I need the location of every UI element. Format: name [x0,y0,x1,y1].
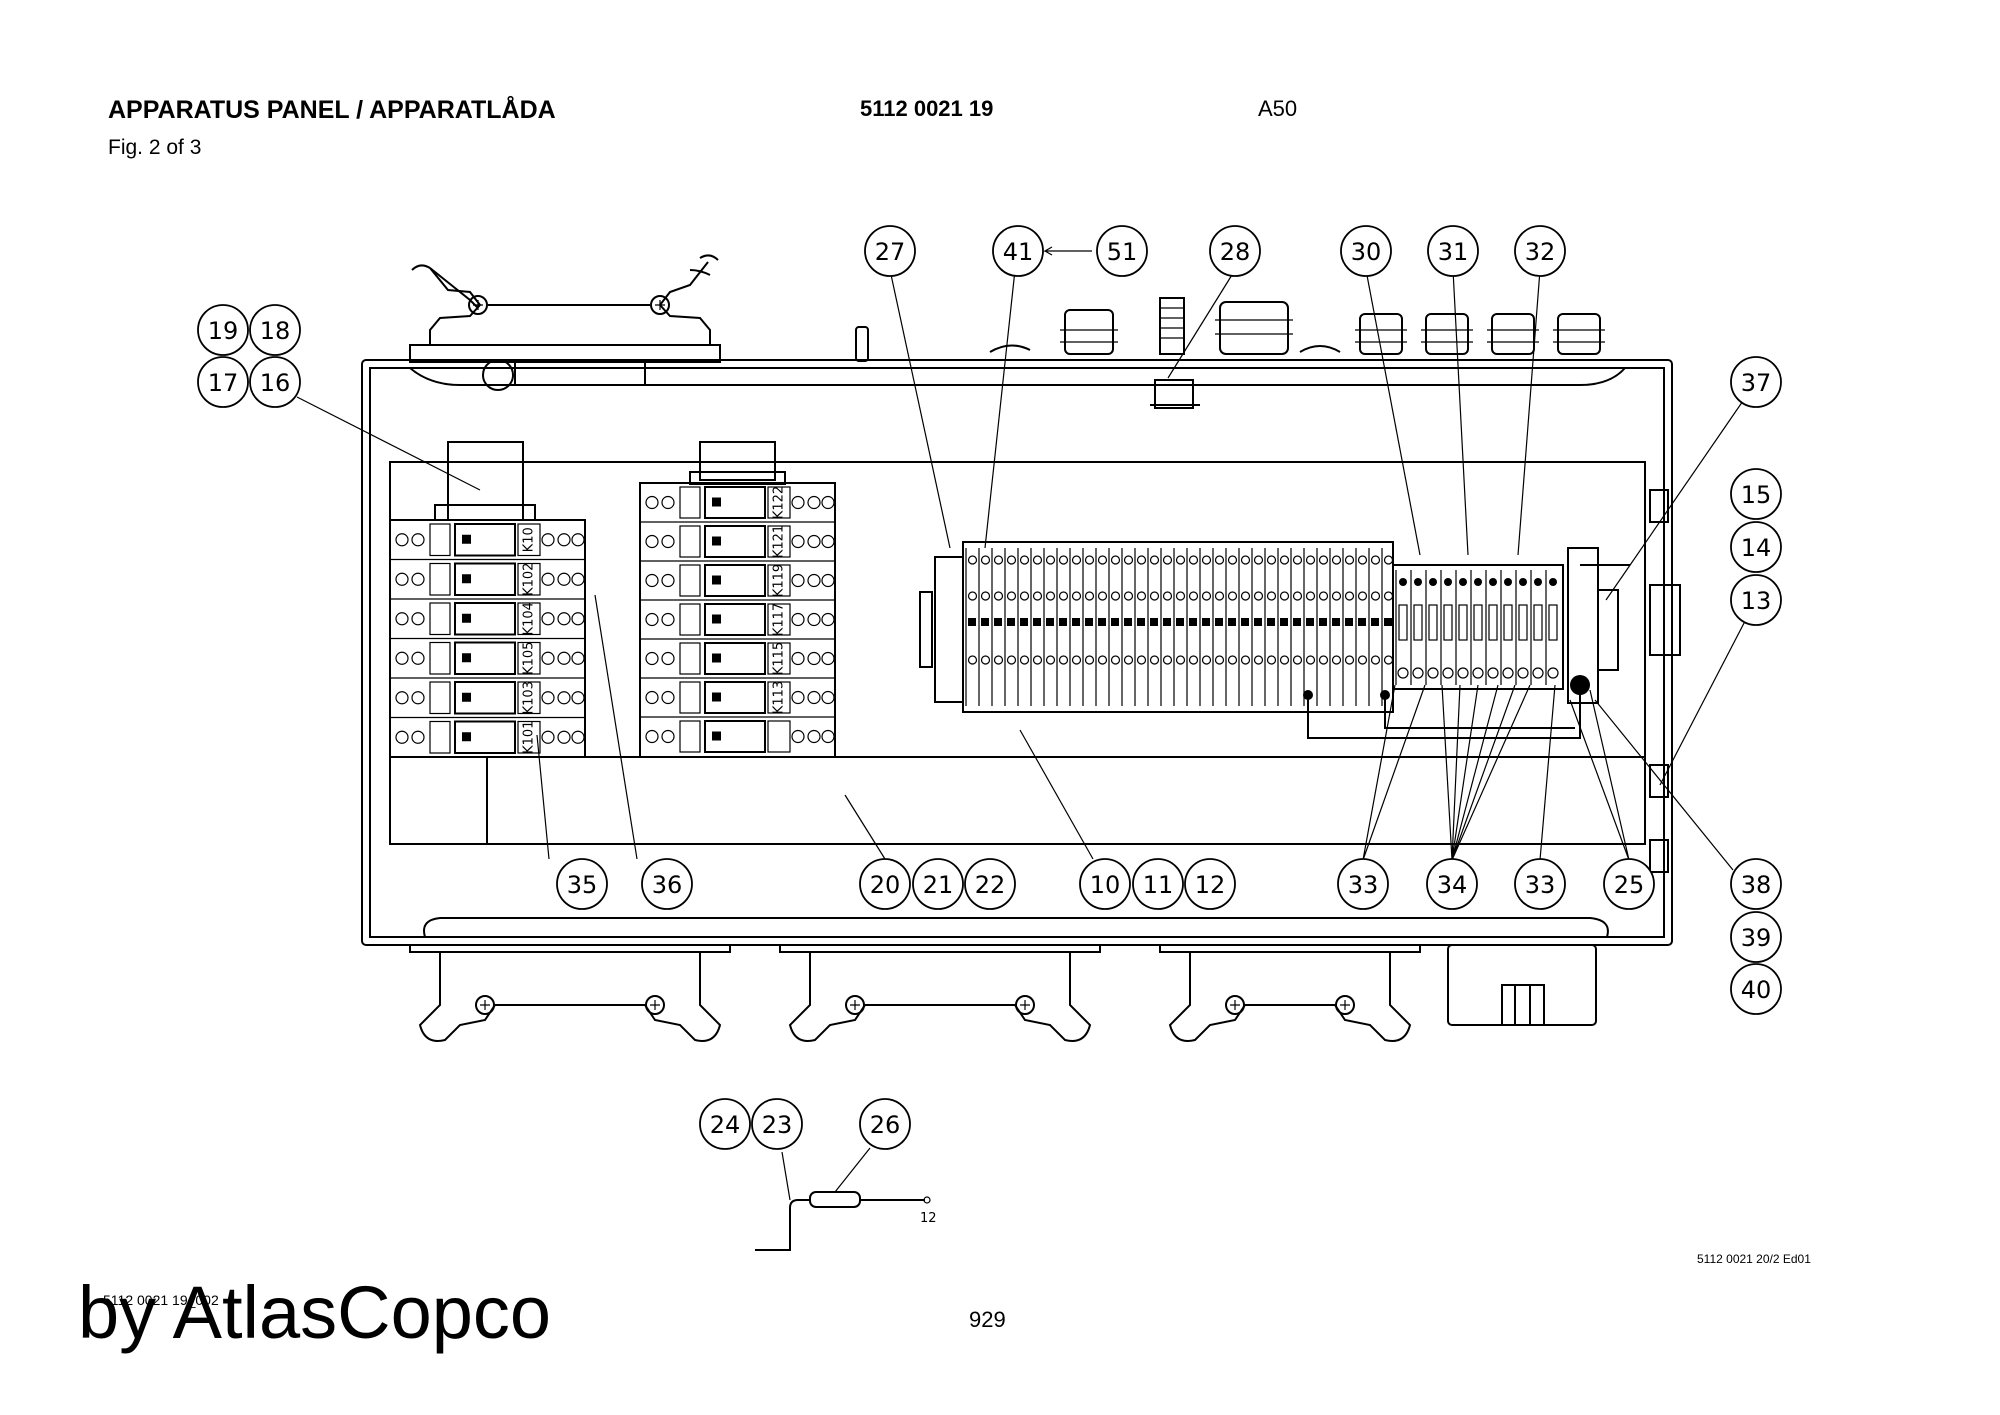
relay-label: K115 [772,642,787,675]
top-clamps [409,254,869,391]
cable-glands-top [989,297,1605,409]
callout-number: 51 [1107,238,1138,266]
relay-label: K103 [522,681,537,714]
relay-label: K10 [522,527,537,552]
callout-number: 17 [208,369,239,397]
callout-balloon-b51: 51 [1096,225,1148,277]
relay-label: K105 [522,642,537,675]
figure-caption: Fig. 2 of 3 [108,136,202,159]
callout-number: 33 [1348,871,1379,899]
callout-balloon-b40: 40 [1730,963,1782,1015]
callout-balloon-b33b: 33 [1514,858,1566,910]
callout-number: 40 [1741,976,1772,1004]
bottom-clamps [409,944,1597,1042]
callout-balloon-b23: 23 [751,1098,803,1150]
relay-label: K113 [772,681,787,714]
callout-balloon-b17: 17 [197,356,249,408]
callout-balloon-b16: 16 [249,356,301,408]
callout-number: 24 [710,1111,741,1139]
callout-number: 13 [1741,587,1772,615]
callout-number: 20 [870,871,901,899]
relay-label: K104 [522,602,537,635]
callout-balloon-b18: 18 [249,304,301,356]
page-number: 929 [969,1307,1006,1332]
callout-number: 41 [1003,238,1034,266]
callout-number: 31 [1438,238,1469,266]
part-number: 5112 0021 19 [860,96,994,121]
callout-number: 18 [260,317,291,345]
callout-number: 34 [1437,871,1468,899]
relay-label: K102 [522,563,537,596]
callout-balloon-b27: 27 [864,225,916,277]
callout-balloon-b21: 21 [912,858,964,910]
callout-number: 14 [1741,534,1772,562]
callout-balloon-b35: 35 [556,858,608,910]
enclosure [361,359,1681,946]
callout-number: 11 [1143,871,1174,899]
callout-number: 12 [1195,871,1226,899]
terminal-strip [919,541,1630,739]
drawing-reference: 5112 0021 20/2 Ed01 [1697,1252,1811,1266]
brand-watermark: by AtlasCopco [78,1271,552,1354]
callout-balloon-b22: 22 [964,858,1016,910]
relay-label: K117 [772,603,787,636]
callout-balloon-b13: 13 [1730,574,1782,626]
callout-number: 27 [875,238,906,266]
cable-end-label: 12 [920,1211,937,1226]
callout-balloon-b31: 31 [1427,225,1479,277]
callout-balloon-b10: 10 [1079,858,1131,910]
callout-number: 28 [1220,238,1251,266]
callout-number: 19 [208,317,239,345]
callout-balloon-b14: 14 [1730,521,1782,573]
callout-balloon-b38: 38 [1730,858,1782,910]
relay-label: K101 [522,721,537,754]
callout-balloon-b12: 12 [1184,858,1236,910]
callout-balloon-b37: 37 [1730,356,1782,408]
leader-lines [296,246,1757,1201]
cable-detail: 12 [755,1191,937,1251]
callout-balloon-b32: 32 [1514,225,1566,277]
callout-number: 30 [1351,238,1382,266]
sheet-reference: 5112 0021 19_002 [103,1292,219,1308]
callout-number: 21 [923,871,954,899]
callout-balloon-b34: 34 [1426,858,1478,910]
callout-balloon-b33a: 33 [1337,858,1389,910]
callout-number: 10 [1090,871,1121,899]
reference-code: A50 [1258,96,1298,121]
callout-balloons: 19 18 17 16 27 41 51 28 30 31 32 37 15 14 13 35 36 20 21 22… [197,225,1782,1150]
callout-number: 35 [567,871,598,899]
callout-number: 16 [260,369,291,397]
callout-number: 38 [1741,871,1772,899]
callout-balloon-b11: 11 [1132,858,1184,910]
callout-balloon-b41: 41 [992,225,1044,277]
callout-balloon-b15: 15 [1730,468,1782,520]
callout-balloon-b26: 26 [859,1098,911,1150]
callout-balloon-b20: 20 [859,858,911,910]
callout-number: 25 [1614,871,1645,899]
callout-number: 33 [1525,871,1556,899]
callout-balloon-b39: 39 [1730,911,1782,963]
callout-number: 26 [870,1111,901,1139]
callout-balloon-b19: 19 [197,304,249,356]
callout-balloon-b28: 28 [1209,225,1261,277]
callout-number: 39 [1741,924,1772,952]
callout-number: 22 [975,871,1006,899]
callout-number: 37 [1741,369,1772,397]
relay-label: K119 [772,564,787,597]
callout-number: 15 [1741,481,1772,509]
callout-balloon-b24: 24 [699,1098,751,1150]
relay-label: K121 [772,525,787,558]
callout-balloon-b25: 25 [1603,858,1655,910]
callout-number: 32 [1525,238,1556,266]
callout-balloon-b30: 30 [1340,225,1392,277]
callout-balloon-b36: 36 [641,858,693,910]
relay-label: K122 [772,486,787,519]
callout-number: 23 [762,1111,793,1139]
callout-number: 36 [652,871,683,899]
drawing-title: APPARATUS PANEL / APPARATLÅDA [108,96,556,124]
